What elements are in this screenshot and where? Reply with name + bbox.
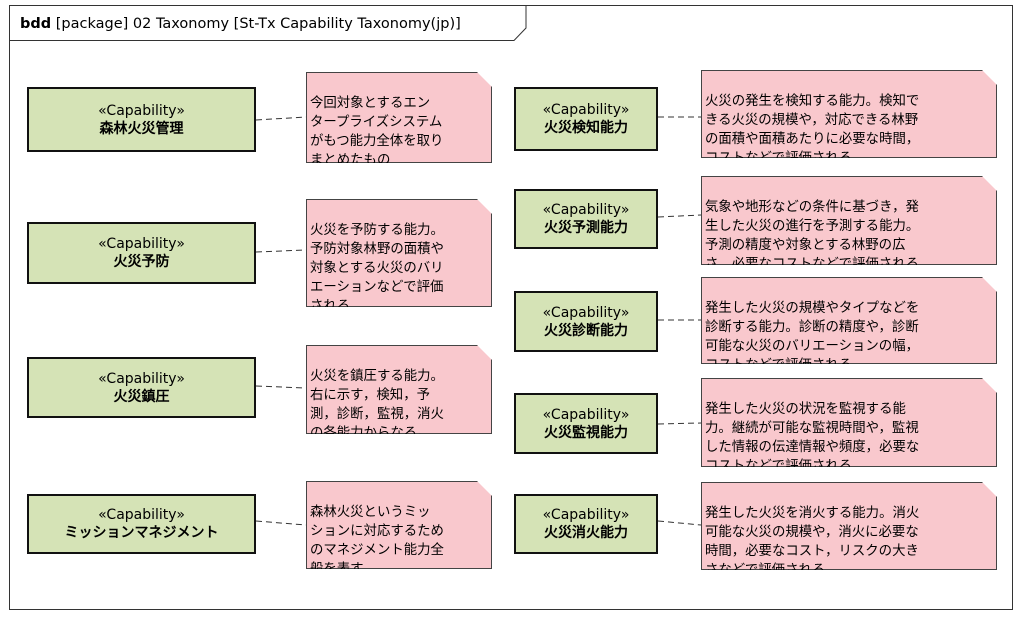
comment-note[interactable]: 火災を鎮圧する能力。 右に示す，検知，予 測，診断，監視，消火 の各能力からなる… bbox=[306, 345, 492, 434]
block-name: 火災診断能力 bbox=[544, 322, 628, 339]
capability-block-mission-management[interactable]: «Capability» ミッションマネジメント bbox=[27, 494, 256, 554]
capability-block-fire-extinguishing[interactable]: «Capability» 火災消火能力 bbox=[514, 494, 658, 554]
block-stereotype: «Capability» bbox=[98, 102, 185, 119]
capability-block-fire-detection[interactable]: «Capability» 火災検知能力 bbox=[514, 87, 658, 151]
block-name: 火災消火能力 bbox=[544, 525, 628, 541]
note-text: 気象や地形などの条件に基づき，発 生した火災の進行を予測する能力。 予測の精度や… bbox=[705, 200, 920, 272]
diagram-kind: bdd bbox=[20, 16, 52, 32]
capability-block-fire-prediction[interactable]: «Capability» 火災予測能力 bbox=[514, 189, 658, 249]
anchor-line-8 bbox=[657, 422, 702, 425]
comment-note[interactable]: 発生した火災を消火する能力。消火 可能な火災の規模や，消火に必要な 時間，必要な… bbox=[701, 482, 997, 570]
note-text: 発生した火災を消火する能力。消火 可能な火災の規模や，消火に必要な 時間，必要な… bbox=[705, 506, 920, 578]
block-name: 火災鎮圧 bbox=[113, 388, 170, 405]
capability-block-forest-fire-management[interactable]: «Capability» 森林火災管理 bbox=[27, 87, 256, 152]
note-text: 発生した火災の規模やタイプなどを 診断する能力。診断の精度や，診断 可能な火災の… bbox=[705, 301, 920, 373]
comment-note[interactable]: 火災の発生を検知する能力。検知で きる火災の規模や，対応できる林野 の面積や面積… bbox=[701, 70, 997, 158]
comment-note[interactable]: 発生した火災の規模やタイプなどを 診断する能力。診断の精度や，診断 可能な火災の… bbox=[701, 277, 997, 364]
note-text: 火災を予防する能力。 予防対象林野の面積や 対象とする火災のバリ エーションなど… bbox=[310, 223, 444, 314]
block-name: 森林火災管理 bbox=[99, 120, 184, 137]
frame-title-tab bbox=[9, 5, 527, 41]
comment-note[interactable]: 発生した火災の状況を監視する能 力。継続が可能な監視時間や，監視 した情報の伝達… bbox=[701, 378, 997, 467]
note-text: 火災を鎮圧する能力。 右に示す，検知，予 測，診断，監視，消火 の各能力からなる… bbox=[310, 369, 444, 441]
comment-note[interactable]: 今回対象とするエン タープライズシステム がもつ能力全体を取り まとめたもの bbox=[306, 72, 492, 163]
note-text: 火災の発生を検知する能力。検知で きる火災の規模や，対応できる林野 の面積や面積… bbox=[705, 94, 920, 166]
block-stereotype: «Capability» bbox=[542, 102, 630, 118]
comment-note[interactable]: 気象や地形などの条件に基づき，発 生した火災の進行を予測する能力。 予測の精度や… bbox=[701, 176, 997, 265]
block-stereotype: «Capability» bbox=[542, 507, 630, 523]
comment-note[interactable]: 森林火災というミッ ションに対応するため のマネジメント能力全 般を表す bbox=[306, 481, 492, 569]
frame-border bbox=[9, 5, 1013, 610]
note-text: 今回対象とするエン タープライズシステム がもつ能力全体を取り まとめたもの bbox=[310, 96, 444, 168]
block-name: 火災予防 bbox=[113, 254, 170, 270]
block-stereotype: «Capability» bbox=[98, 370, 185, 387]
block-stereotype: «Capability» bbox=[98, 507, 185, 523]
anchor-line-2 bbox=[255, 249, 307, 253]
anchor-line-3 bbox=[255, 385, 307, 389]
block-name: 火災予測能力 bbox=[544, 220, 628, 236]
block-stereotype: «Capability» bbox=[542, 406, 630, 423]
anchor-line-1 bbox=[255, 116, 307, 121]
block-name: ミッションマネジメント bbox=[64, 525, 219, 541]
diagram-title-text: [package] 02 Taxonomy [St-Tx Capability … bbox=[55, 16, 461, 32]
block-name: 火災検知能力 bbox=[544, 120, 628, 136]
block-name: 火災監視能力 bbox=[544, 424, 628, 441]
diagram-title: bdd [package] 02 Taxonomy [St-Tx Capabil… bbox=[20, 16, 461, 32]
capability-block-fire-suppression[interactable]: «Capability» 火災鎮圧 bbox=[27, 357, 256, 418]
note-text: 森林火災というミッ ションに対応するため のマネジメント能力全 般を表す bbox=[310, 505, 444, 577]
block-stereotype: «Capability» bbox=[542, 304, 630, 321]
block-stereotype: «Capability» bbox=[542, 202, 630, 218]
note-text: 発生した火災の状況を監視する能 力。継続が可能な監視時間や，監視 した情報の伝達… bbox=[705, 402, 920, 474]
block-stereotype: «Capability» bbox=[98, 236, 185, 252]
capability-block-fire-monitoring[interactable]: «Capability» 火災監視能力 bbox=[514, 393, 658, 454]
capability-block-fire-diagnosis[interactable]: «Capability» 火災診断能力 bbox=[514, 291, 658, 352]
comment-note[interactable]: 火災を予防する能力。 予防対象林野の面積や 対象とする火災のバリ エーションなど… bbox=[306, 199, 492, 307]
anchor-line-4 bbox=[255, 520, 307, 526]
capability-block-fire-prevention[interactable]: «Capability» 火災予防 bbox=[27, 222, 256, 284]
anchor-line-6 bbox=[657, 214, 702, 218]
anchor-line-9 bbox=[657, 520, 702, 526]
